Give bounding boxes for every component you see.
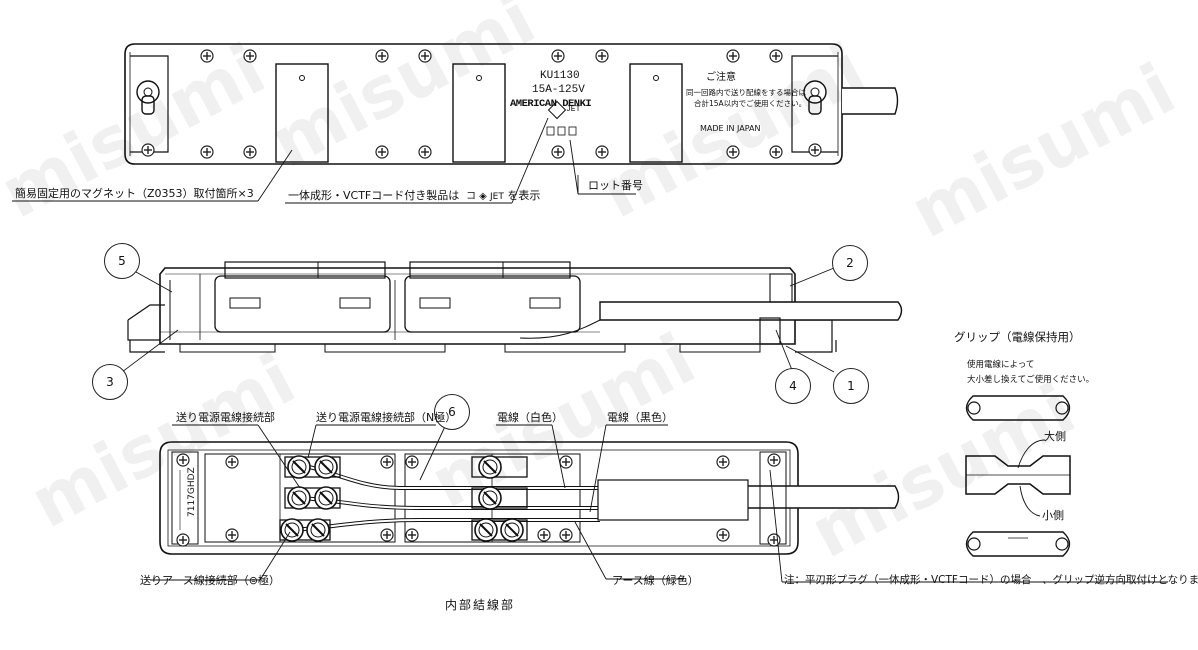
top-view-leaders [12,117,636,204]
side-view-leaders [121,267,835,373]
label-wire-black: 電線（黒色） [607,411,673,424]
jet-mark-icon: コ ◈ [462,191,490,202]
label-earth-send: 送りアース線接続部（⊜極） [140,574,281,587]
callout-number-6: 6 [434,394,470,430]
label-wire-white: 電線（白色） [497,411,563,424]
grip-drawing [965,395,1071,557]
callout-number-3: 3 [92,364,128,400]
grip-small-side: 小側 [1042,509,1064,522]
callout-vctf-prefix: 一体成形・VCTFコード付き製品は [288,189,460,202]
side-view [127,261,903,353]
notice-line-1: 同一回路内で送り配線をする場合は [686,88,806,97]
wiring-title: 内部結線部 [445,598,516,612]
callout-lot-number: ロット番号 [588,179,643,192]
top-view [124,43,899,165]
rating: 15A-125V [532,84,585,96]
callout-vctf-jet: JET [490,192,504,202]
jet-mark: JET [566,105,581,114]
label-earth-wire: アース線（緑色） [612,574,699,587]
wiring-leaders [150,419,1168,583]
wiring-view [159,441,900,555]
inner-print: 7117GHDZ [187,467,197,517]
notice-title: ご注意 [706,72,736,83]
grip-desc-1: 使用電線によって [967,360,1035,370]
callout-number-4: 4 [775,368,811,404]
model-number: KU1130 [540,70,580,82]
grip-title: グリップ（電線保持用） [954,330,1081,344]
callout-number-1: 1 [833,368,869,404]
note-plug: 注：平刃形プラグ（一体成形・VCTFコード）の場合 、グリップ逆方向取付けとなり… [784,574,1198,586]
made-in: MADE IN JAPAN [700,124,761,133]
notice-line-2: 合計15A以内でご使用ください。 [694,99,807,108]
brand-logo-text: AMERICAN DENKI [510,98,592,110]
grip-big-side: 大側 [1044,430,1066,443]
label-send-power: 送り電源電線接続部 [176,411,275,424]
callout-magnet: 簡易固定用のマグネット（Z0353）取付箇所×3 [15,187,254,200]
label-send-power-n: 送り電源電線接続部（N極） [316,411,457,424]
grip-desc-2: 大小差し換えてご使用ください。 [967,375,1095,385]
callout-vctf: 一体成形・VCTFコード付き製品は コ ◈ JET を表示 [288,189,540,204]
callout-number-5: 5 [104,243,140,279]
callout-vctf-suffix: を表示 [507,189,541,202]
callout-number-2: 2 [832,245,868,281]
